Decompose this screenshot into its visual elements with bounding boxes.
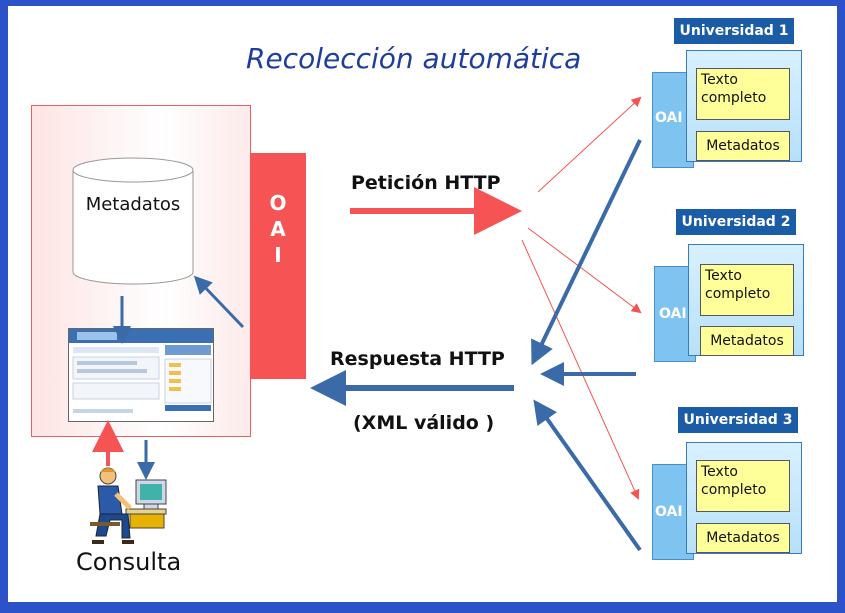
response-arrow-3 — [533, 399, 642, 552]
university-1-metadata-box: Metadatos — [696, 131, 790, 161]
request-fan-arrow-1 — [537, 96, 642, 193]
request-label: Petición HTTP — [351, 172, 501, 194]
oai-letter-a: A — [270, 217, 286, 241]
response-arrow-1 — [531, 139, 642, 366]
slide-title: Recolección automática — [246, 42, 582, 75]
oai-to-database-arrow — [193, 275, 245, 329]
response-label: Respuesta HTTP — [330, 348, 505, 370]
request-fan-arrow-2 — [527, 227, 642, 314]
university-1-title: Universidad 1 — [674, 18, 794, 44]
metadata-database-label: Metadatos — [85, 194, 181, 215]
university-2-fulltext-box: Texto completo — [700, 264, 794, 316]
university-3-metadata-box: Metadatos — [696, 523, 790, 553]
metadata-database-icon — [72, 157, 194, 285]
oai-interface-bar: O A I — [250, 153, 306, 379]
university-1-oai-label: OAI — [655, 110, 683, 126]
oai-letter-o: O — [269, 191, 287, 215]
consulta-label: Consulta — [76, 548, 182, 576]
university-2-oai-label: OAI — [659, 306, 687, 322]
university-3-title: Universidad 3 — [678, 407, 798, 433]
user-at-computer-icon — [90, 467, 167, 544]
web-page-thumbnail-icon — [69, 329, 213, 413]
university-1-fulltext-box: Texto completo — [696, 68, 790, 120]
web-interface-screenshot — [68, 328, 214, 422]
request-fan-arrow-3 — [521, 239, 640, 500]
university-3-oai-label: OAI — [655, 504, 683, 520]
university-2-metadata-box: Metadatos — [700, 326, 794, 356]
university-3-fulltext-box: Texto completo — [696, 460, 790, 512]
oai-letter-i: I — [274, 243, 282, 267]
xml-label: (XML válido ) — [353, 412, 495, 434]
university-2-title: Universidad 2 — [676, 209, 796, 235]
